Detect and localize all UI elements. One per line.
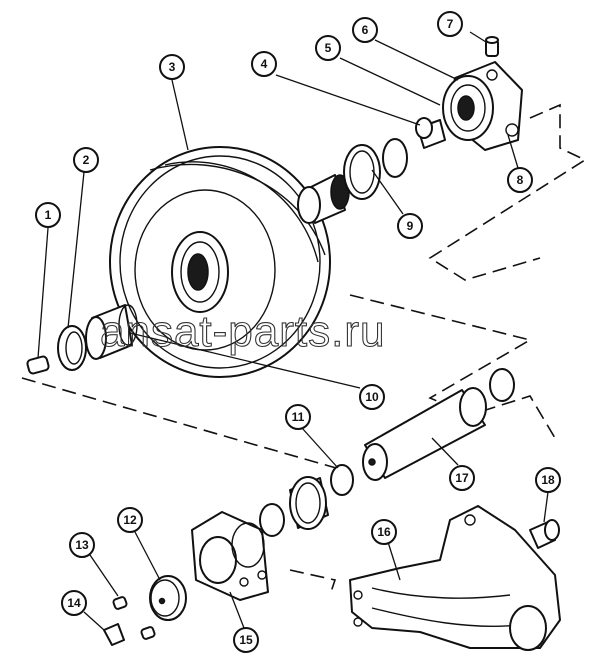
svg-text:13: 13	[75, 538, 89, 552]
small-pin	[485, 36, 499, 57]
callout-4: 4	[251, 51, 277, 77]
shaft	[362, 368, 515, 481]
bearing-bracket-lower	[191, 511, 269, 601]
callout-11: 11	[285, 404, 311, 430]
svg-text:15: 15	[239, 633, 253, 647]
svg-text:11: 11	[292, 410, 305, 424]
callout-9: 9	[397, 213, 423, 239]
plug-14	[103, 623, 125, 646]
svg-text:2: 2	[83, 153, 90, 167]
collar	[415, 117, 446, 149]
callout-12: 12	[117, 507, 143, 533]
svg-text:7: 7	[447, 17, 454, 31]
cover-plate	[149, 575, 187, 621]
watermark-text: ansat-parts.ru	[100, 307, 385, 356]
svg-text:1: 1	[45, 208, 52, 222]
callout-1: 1	[35, 202, 61, 228]
svg-text:3: 3	[169, 60, 176, 74]
callout-10: 10	[359, 384, 385, 410]
svg-text:12: 12	[123, 513, 137, 527]
bushing-lower	[259, 476, 329, 537]
idler-wheel	[109, 146, 331, 378]
svg-text:8: 8	[517, 173, 524, 187]
pin	[26, 355, 50, 375]
svg-text:9: 9	[407, 219, 414, 233]
callout-13: 13	[69, 532, 95, 558]
svg-text:18: 18	[541, 473, 555, 487]
svg-text:10: 10	[365, 390, 379, 404]
bolt	[529, 519, 560, 549]
callout-16: 16	[371, 519, 397, 545]
callout-7: 7	[437, 11, 463, 37]
screw-13	[112, 596, 156, 640]
callout-5: 5	[315, 35, 341, 61]
callout-6: 6	[352, 17, 378, 43]
svg-text:6: 6	[362, 23, 369, 37]
callout-3: 3	[159, 54, 185, 80]
bearing-bracket-upper	[442, 61, 523, 151]
bushing-left	[85, 304, 138, 360]
svg-text:14: 14	[67, 596, 81, 610]
callout-8: 8	[507, 167, 533, 193]
callout-15: 15	[233, 627, 259, 653]
yoke-arm	[349, 505, 561, 651]
o-ring	[330, 464, 354, 496]
callout-17: 17	[449, 465, 475, 491]
callout-18: 18	[535, 467, 561, 493]
callout-14: 14	[61, 590, 87, 616]
svg-text:16: 16	[377, 525, 391, 539]
svg-text:4: 4	[261, 57, 268, 71]
svg-text:17: 17	[455, 471, 469, 485]
retaining-ring-left	[57, 325, 87, 371]
svg-text:5: 5	[325, 41, 332, 55]
leader-lines	[37, 31, 549, 631]
bushing-right	[297, 138, 408, 224]
callout-2: 2	[73, 147, 99, 173]
